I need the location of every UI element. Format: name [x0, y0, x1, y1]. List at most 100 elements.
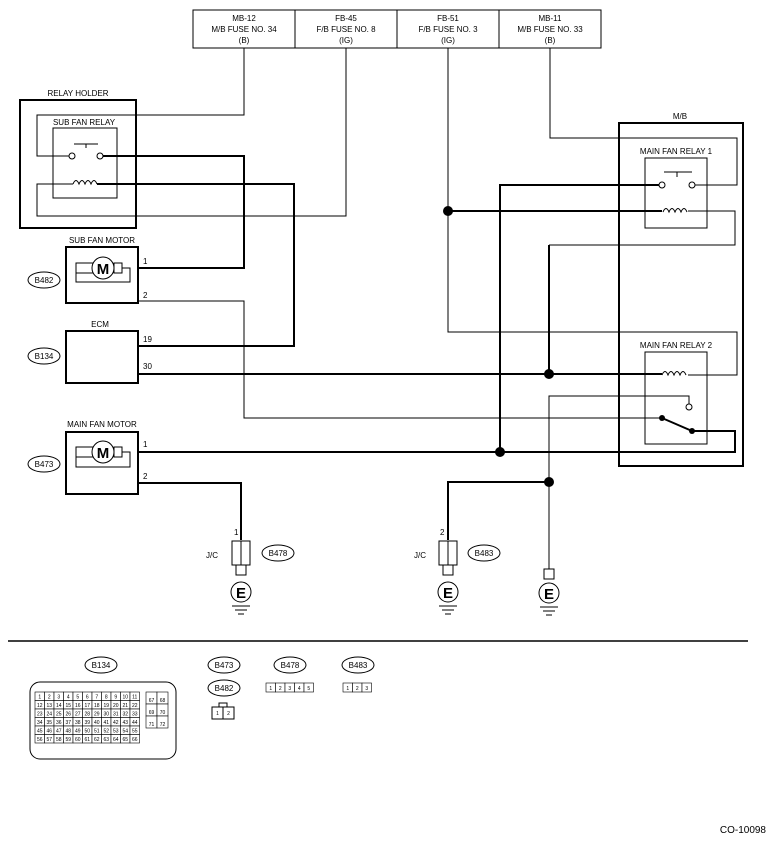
b134-main-pin-label: 44 [132, 720, 138, 726]
b134-side-pin-label: 69 [149, 710, 155, 716]
ecm-pin-30: 30 [143, 362, 152, 371]
sub-fan-motor-label: SUB FAN MOTOR [69, 236, 135, 245]
b134-main-pin-label: 11 [132, 695, 137, 701]
b134-main-pin-label: 40 [94, 720, 100, 726]
main-fan-motor: MAIN FAN MOTOR M 1 2 [65, 420, 148, 495]
b478-pin-label: 2 [279, 686, 282, 692]
b134-main-pin-label: 38 [75, 720, 81, 726]
fuse-fb45-name: FB-45 [335, 14, 357, 23]
b134-main-pin-label: 21 [122, 703, 128, 709]
connector-b482-text: B482 [35, 276, 54, 285]
main-fuse-box: M/B MAIN FAN RELAY 1 MAIN FAN RELAY 2 [618, 112, 744, 467]
b134-main-pin-label: 37 [65, 720, 71, 726]
ground-e-2: E [443, 585, 453, 602]
fuse-mb12-desc: M/B FUSE NO. 34 [211, 25, 277, 34]
b134-main-pin-label: 17 [84, 703, 90, 709]
b134-main-pin-label: 4 [67, 695, 70, 701]
b134-main-pin-label: 56 [37, 737, 43, 743]
b134-main-pin-label: 10 [122, 695, 128, 701]
b134-main-pin-label: 26 [65, 712, 71, 718]
fuse-fb45-desc: F/B FUSE NO. 8 [316, 25, 376, 34]
ground-3: E [538, 568, 560, 616]
fuse-fb51-name: FB-51 [437, 14, 459, 23]
sub-fan-motor: SUB FAN MOTOR M 1 2 [65, 236, 148, 304]
b483-cell [361, 682, 372, 693]
connector-b134-text: B134 [35, 352, 54, 361]
fuse-mb12-type: (B) [239, 36, 250, 45]
fuse-fb51-desc: F/B FUSE NO. 3 [418, 25, 478, 34]
b134-main-pin-label: 54 [122, 729, 128, 735]
b483-pin-label: 1 [346, 686, 349, 692]
b134-main-pin-label: 12 [37, 703, 43, 709]
b134-main-pin-label: 23 [37, 712, 43, 718]
b134-main-pin-label: 32 [122, 712, 128, 718]
ecm-label: ECM [91, 320, 109, 329]
connector-b473-text: B473 [35, 460, 54, 469]
b134-main-pin-label: 34 [37, 720, 43, 726]
b134-main-pin-label: 7 [95, 695, 98, 701]
b483-pin-label: 3 [365, 686, 368, 692]
fuse-mb11-desc: M/B FUSE NO. 33 [517, 25, 583, 34]
b483-pin-label: 2 [356, 686, 359, 692]
ground-e-1: E [236, 585, 246, 602]
connector-face-b473-b482: B473 B482 1 2 [207, 656, 241, 720]
sub-motor-pin-1: 1 [143, 257, 148, 266]
face-b473-pin-2: 2 [227, 711, 230, 717]
b134-main-pin-label: 35 [46, 720, 52, 726]
b134-main-pin-label: 22 [132, 703, 138, 709]
b134-side-cell [156, 715, 169, 729]
b134-main-pin-label: 42 [113, 720, 119, 726]
b134-main-pin-label: 47 [56, 729, 62, 735]
b134-main-pin-label: 31 [113, 712, 119, 718]
relay-holder: RELAY HOLDER SUB FAN RELAY [19, 89, 137, 229]
b134-main-pin-label: 53 [113, 729, 119, 735]
b134-main-pin-label: 36 [56, 720, 62, 726]
b134-main-pin-label: 19 [103, 703, 109, 709]
jc1-pin: 1 [234, 528, 239, 537]
wires [36, 48, 738, 569]
b134-main-pin-label: 49 [75, 729, 81, 735]
b134-side-pin-label: 71 [149, 722, 155, 728]
b134-main-pin-label: 1 [38, 695, 41, 701]
b134-main-pin-label: 29 [94, 712, 100, 718]
b134-main-pin-label: 51 [94, 729, 100, 735]
b134-main-pin-label: 8 [105, 695, 108, 701]
b134-main-pin-label: 45 [37, 729, 43, 735]
ecm-pin-19: 19 [143, 335, 152, 344]
b478-cell [303, 682, 314, 693]
ground-jc-b478: 1 J/C E B478 [206, 528, 295, 615]
ground-jc-b483: 2 J/C E B483 [414, 528, 501, 615]
b134-main-pin-label: 28 [84, 712, 90, 718]
connector-tag-b482: B482 [27, 271, 61, 289]
b134-main-cell [129, 734, 140, 744]
face-b482-tag: B482 [215, 684, 234, 693]
b134-main-pin-label: 6 [86, 695, 89, 701]
b134-main-pin-label: 20 [113, 703, 119, 709]
b134-main-pin-label: 63 [103, 737, 109, 743]
main-motor-pin-2: 2 [143, 472, 148, 481]
jc2-pin: 2 [440, 528, 445, 537]
fuse-mb11-name: MB-11 [539, 14, 563, 23]
ground-e-3: E [544, 586, 554, 603]
jc2-label: J/C [414, 551, 426, 560]
b134-main-pin-label: 46 [46, 729, 52, 735]
b134-main-pin-label: 2 [48, 695, 51, 701]
b134-main-pin-label: 61 [84, 737, 90, 743]
b134-main-pin-label: 59 [65, 737, 71, 743]
connector-tag-b134: B134 [27, 347, 61, 365]
b134-main-pin-label: 48 [65, 729, 71, 735]
b478-pin-label: 4 [298, 686, 301, 692]
main-fan-relay-2-label: MAIN FAN RELAY 2 [640, 341, 713, 350]
sub-fan-relay-label: SUB FAN RELAY [53, 118, 116, 127]
b134-main-pin-label: 30 [103, 712, 109, 718]
b134-main-pin-label: 16 [75, 703, 81, 709]
main-fan-motor-label: MAIN FAN MOTOR [67, 420, 137, 429]
b134-side-pin-label: 72 [160, 722, 166, 728]
mb-label: M/B [673, 112, 687, 121]
b134-main-pin-label: 39 [84, 720, 90, 726]
connector-b483-text: B483 [475, 549, 494, 558]
connector-b478-text: B478 [269, 549, 288, 558]
